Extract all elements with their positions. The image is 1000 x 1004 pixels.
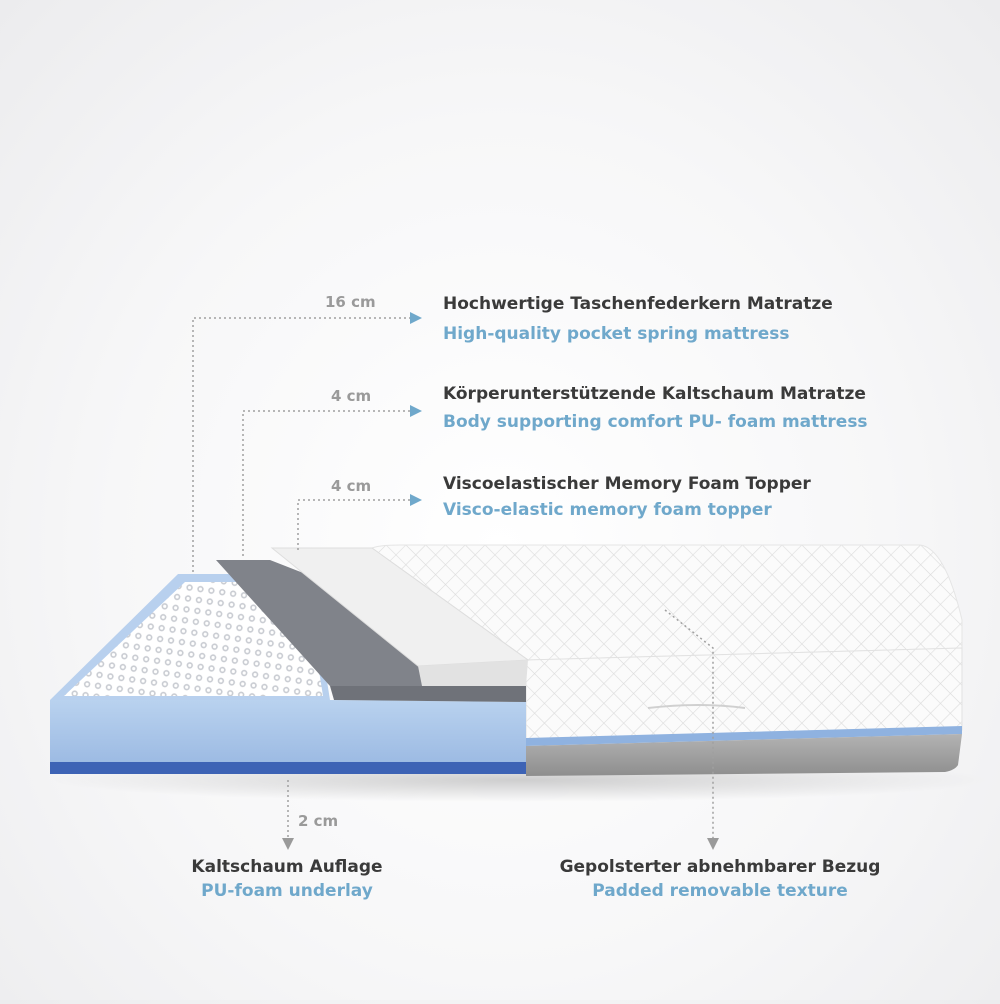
- cover-title-en: Padded removable texture: [592, 881, 848, 901]
- callout-line-4cm-topper: [297, 499, 410, 550]
- arrow-cover-icon: [707, 838, 719, 850]
- cover-title-de: Gepolsterter abnehmbarer Bezug: [559, 857, 881, 877]
- layer-3-title-de: Viscoelastischer Memory Foam Topper: [443, 474, 811, 494]
- memory-foam-topper: [270, 547, 530, 686]
- layer-3-title-en: Visco-elastic memory foam topper: [443, 500, 772, 520]
- layer-2-thickness: 4 cm: [331, 387, 372, 405]
- callout-line-16cm: [192, 317, 410, 572]
- underlay-thickness: 2 cm: [298, 812, 339, 830]
- underlay-title-en: PU-foam underlay: [201, 881, 373, 901]
- callout-arrowheads: [410, 312, 422, 506]
- layer-1-title-de: Hochwertige Taschenfederkern Matratze: [443, 294, 833, 314]
- arrow-4cm-foam-icon: [410, 405, 422, 417]
- layer-1-title-en: High-quality pocket spring mattress: [443, 324, 790, 344]
- underlay-title-de: Kaltschaum Auflage: [191, 857, 383, 877]
- arrow-4cm-topper-icon: [410, 494, 422, 506]
- mattress-cover: [370, 544, 963, 776]
- layer-2-title-de: Körperunterstützende Kaltschaum Matratze: [443, 384, 866, 404]
- layer-3-thickness: 4 cm: [331, 477, 372, 495]
- layer-2-title-en: Body supporting comfort PU- foam mattres…: [443, 412, 868, 432]
- callout-lines: [192, 317, 714, 838]
- arrow-2cm-icon: [282, 838, 294, 850]
- callout-line-4cm-foam: [242, 410, 410, 556]
- layer-1-thickness: 16 cm: [325, 293, 376, 311]
- arrow-16cm-icon: [410, 312, 422, 324]
- callout-line-cover: [664, 609, 714, 838]
